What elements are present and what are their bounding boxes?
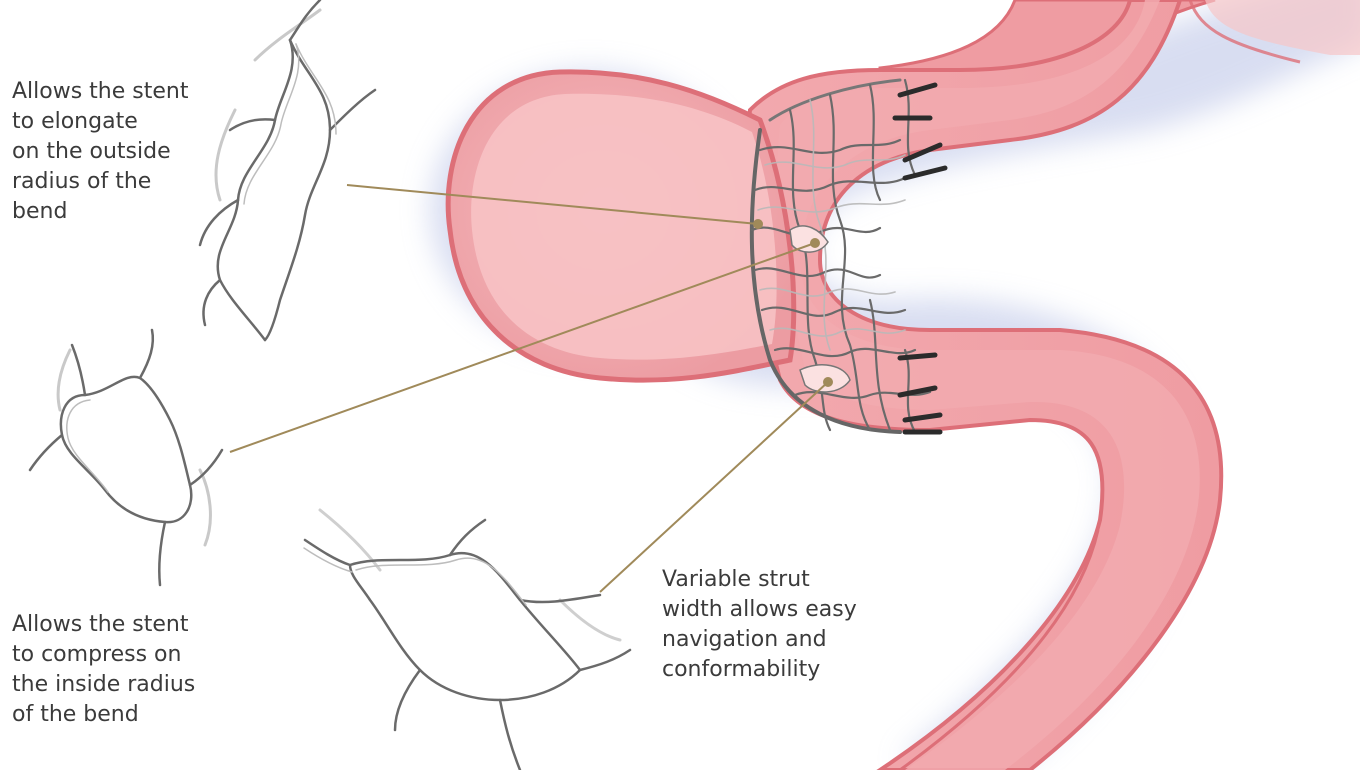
label-compress-line: of the bend [12,700,195,730]
label-elongate-line: radius of the [12,167,188,197]
label-elongate-line: Allows the stent [12,77,188,107]
detail-cell-strut [304,510,630,770]
label-compress-line: Allows the stent [12,610,195,640]
label-strut: Variable strut width allows easy navigat… [662,565,857,685]
label-elongate: Allows the stent to elongate on the outs… [12,77,188,227]
label-strut-line: width allows easy [662,595,857,625]
label-strut-line: navigation and [662,625,857,655]
aneurysm-sac [448,72,794,380]
detail-cell-elongated [200,0,375,340]
label-compress-line: to compress on [12,640,195,670]
label-elongate-line: to elongate [12,107,188,137]
label-strut-line: Variable strut [662,565,857,595]
label-elongate-line: bend [12,197,188,227]
label-compress: Allows the stent to compress on the insi… [12,610,195,730]
leader-line-strut [600,382,828,592]
detail-cell-compressed [30,330,222,585]
label-strut-line: conformability [662,655,857,685]
label-compress-line: the inside radius [12,670,195,700]
label-elongate-line: on the outside [12,137,188,167]
